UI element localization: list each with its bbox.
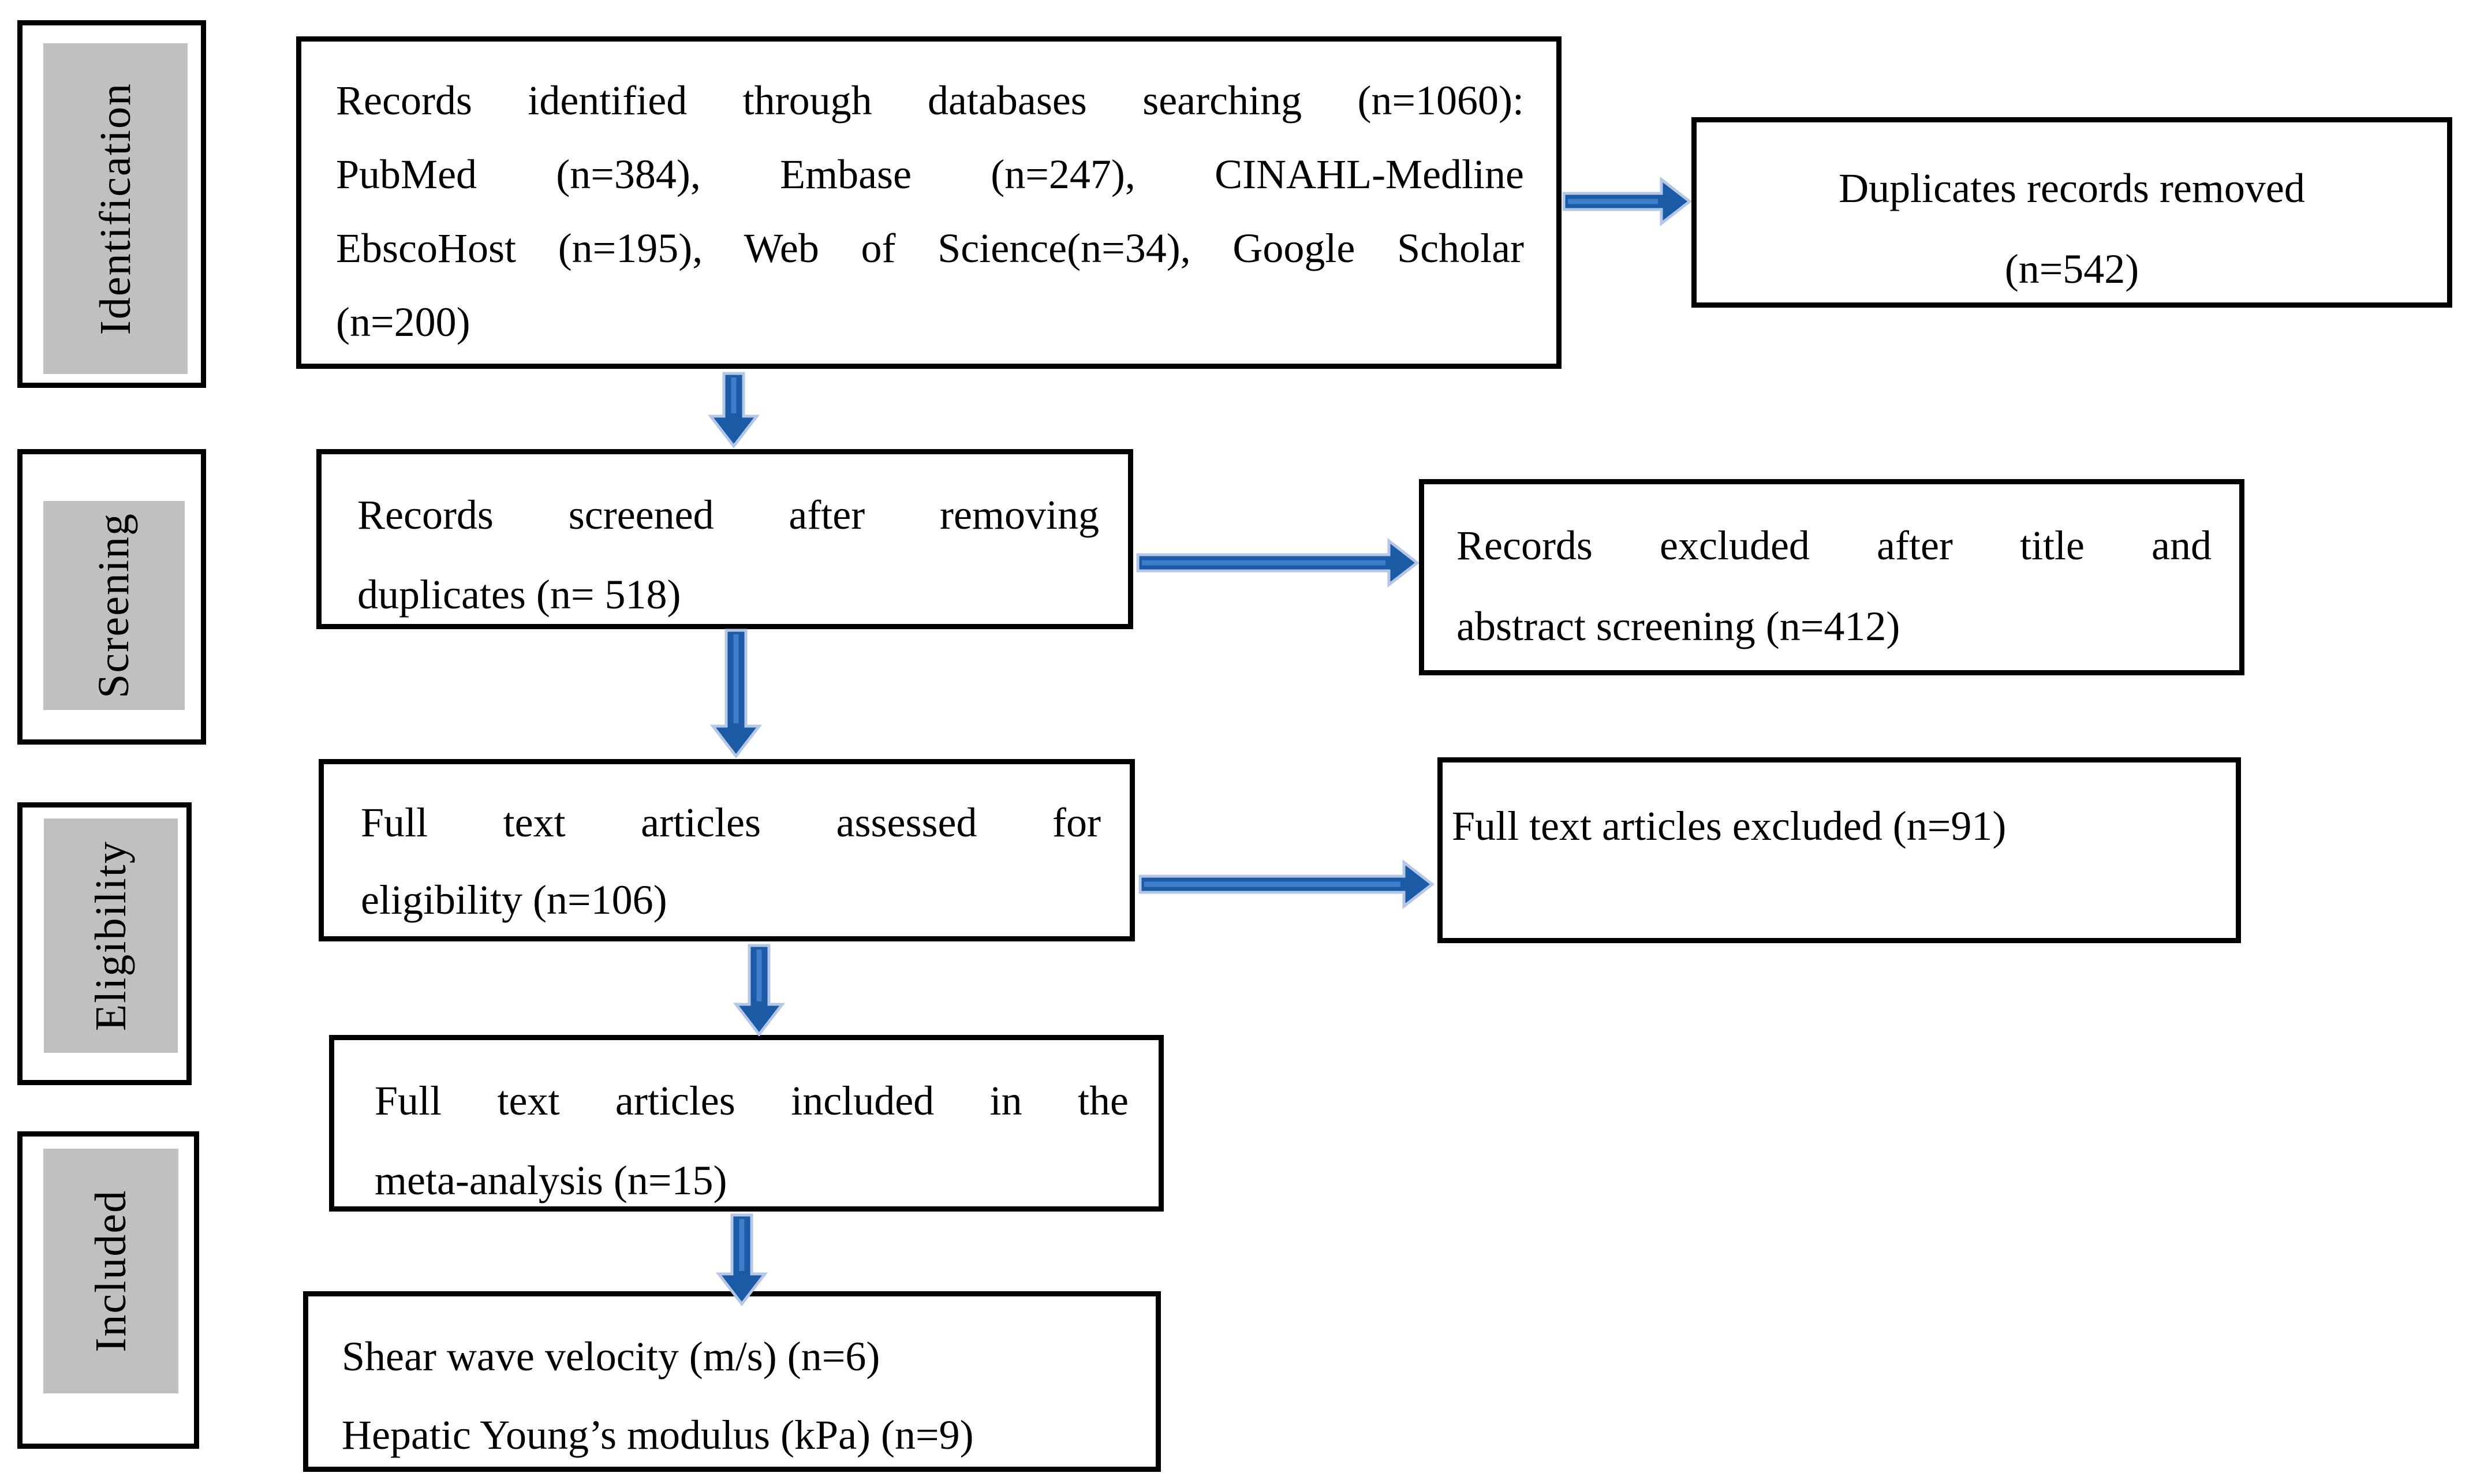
fulltext-excluded-line: Full text articles excluded (n=91): [1452, 803, 2007, 849]
arrow-identified-to-duplicates: [1562, 176, 1691, 227]
box-included-meta-analysis: Full text articles included in the meta-…: [329, 1035, 1164, 1212]
stage-identification-label: Identification: [91, 82, 140, 335]
stage-included-label: Included: [86, 1190, 135, 1352]
box-fulltext-assessed: Full text articles assessed for eligibil…: [319, 759, 1135, 941]
excluded-title-abstract-line: Records excluded after title and: [1456, 522, 2212, 569]
records-screened-line: duplicates (n= 518): [357, 571, 681, 618]
included-meta-analysis-line: meta-analysis (n=15): [375, 1157, 727, 1203]
stage-screening-fill: Screening: [43, 501, 185, 710]
outcome-measures-line: Hepatic Young’s modulus (kPa) (n=9): [342, 1412, 974, 1458]
records-identified-line: (n=200): [336, 299, 470, 345]
fulltext-assessed-line: Full text articles assessed for: [361, 799, 1101, 846]
outcome-measures-line: Shear wave velocity (m/s) (n=6): [342, 1333, 880, 1380]
records-identified-line: Records identified through databases sea…: [336, 77, 1524, 124]
stage-eligibility-fill: Eligibility: [44, 818, 178, 1053]
stage-screening-box: Screening: [17, 449, 206, 745]
records-identified-line: PubMed (n=384), Embase (n=247), CINAHL-M…: [336, 151, 1524, 197]
stage-included-box: Included: [17, 1131, 199, 1449]
duplicates-removed-line: Duplicates records removed: [1839, 165, 2305, 211]
fulltext-assessed-line: eligibility (n=106): [361, 877, 667, 923]
stage-screening-label: Screening: [89, 513, 138, 698]
stage-identification-fill: Identification: [43, 43, 188, 374]
box-outcome-measures: Shear wave velocity (m/s) (n=6) Hepatic …: [303, 1291, 1161, 1472]
records-identified-line: EbscoHost (n=195), Web of Science(n=34),…: [336, 225, 1524, 271]
stage-included-fill: Included: [43, 1149, 178, 1393]
box-duplicates-removed: Duplicates records removed (n=542): [1691, 117, 2452, 308]
stage-eligibility-box: Eligibility: [17, 802, 192, 1085]
arrow-screened-to-excluded: [1136, 537, 1419, 588]
box-fulltext-excluded: Full text articles excluded (n=91): [1437, 757, 2241, 943]
duplicates-removed-line: (n=542): [2004, 246, 2139, 292]
included-meta-analysis-line: Full text articles included in the: [375, 1078, 1129, 1124]
stage-identification-box: Identification: [17, 20, 206, 388]
box-records-identified: Records identified through databases sea…: [296, 36, 1562, 369]
box-records-screened: Records screened after removing duplicat…: [316, 449, 1133, 629]
arrow-assessed-to-excluded: [1138, 859, 1434, 910]
arrow-included-to-outcomes: [715, 1213, 768, 1306]
records-screened-line: Records screened after removing: [357, 492, 1099, 538]
stage-eligibility-label: Eligibility: [86, 840, 135, 1031]
arrow-screened-to-assessed: [709, 629, 763, 758]
box-excluded-title-abstract: Records excluded after title and abstrac…: [1419, 479, 2244, 675]
arrow-identified-to-screened: [707, 372, 760, 448]
excluded-title-abstract-line: abstract screening (n=412): [1456, 603, 1900, 649]
arrow-assessed-to-included: [733, 944, 786, 1036]
